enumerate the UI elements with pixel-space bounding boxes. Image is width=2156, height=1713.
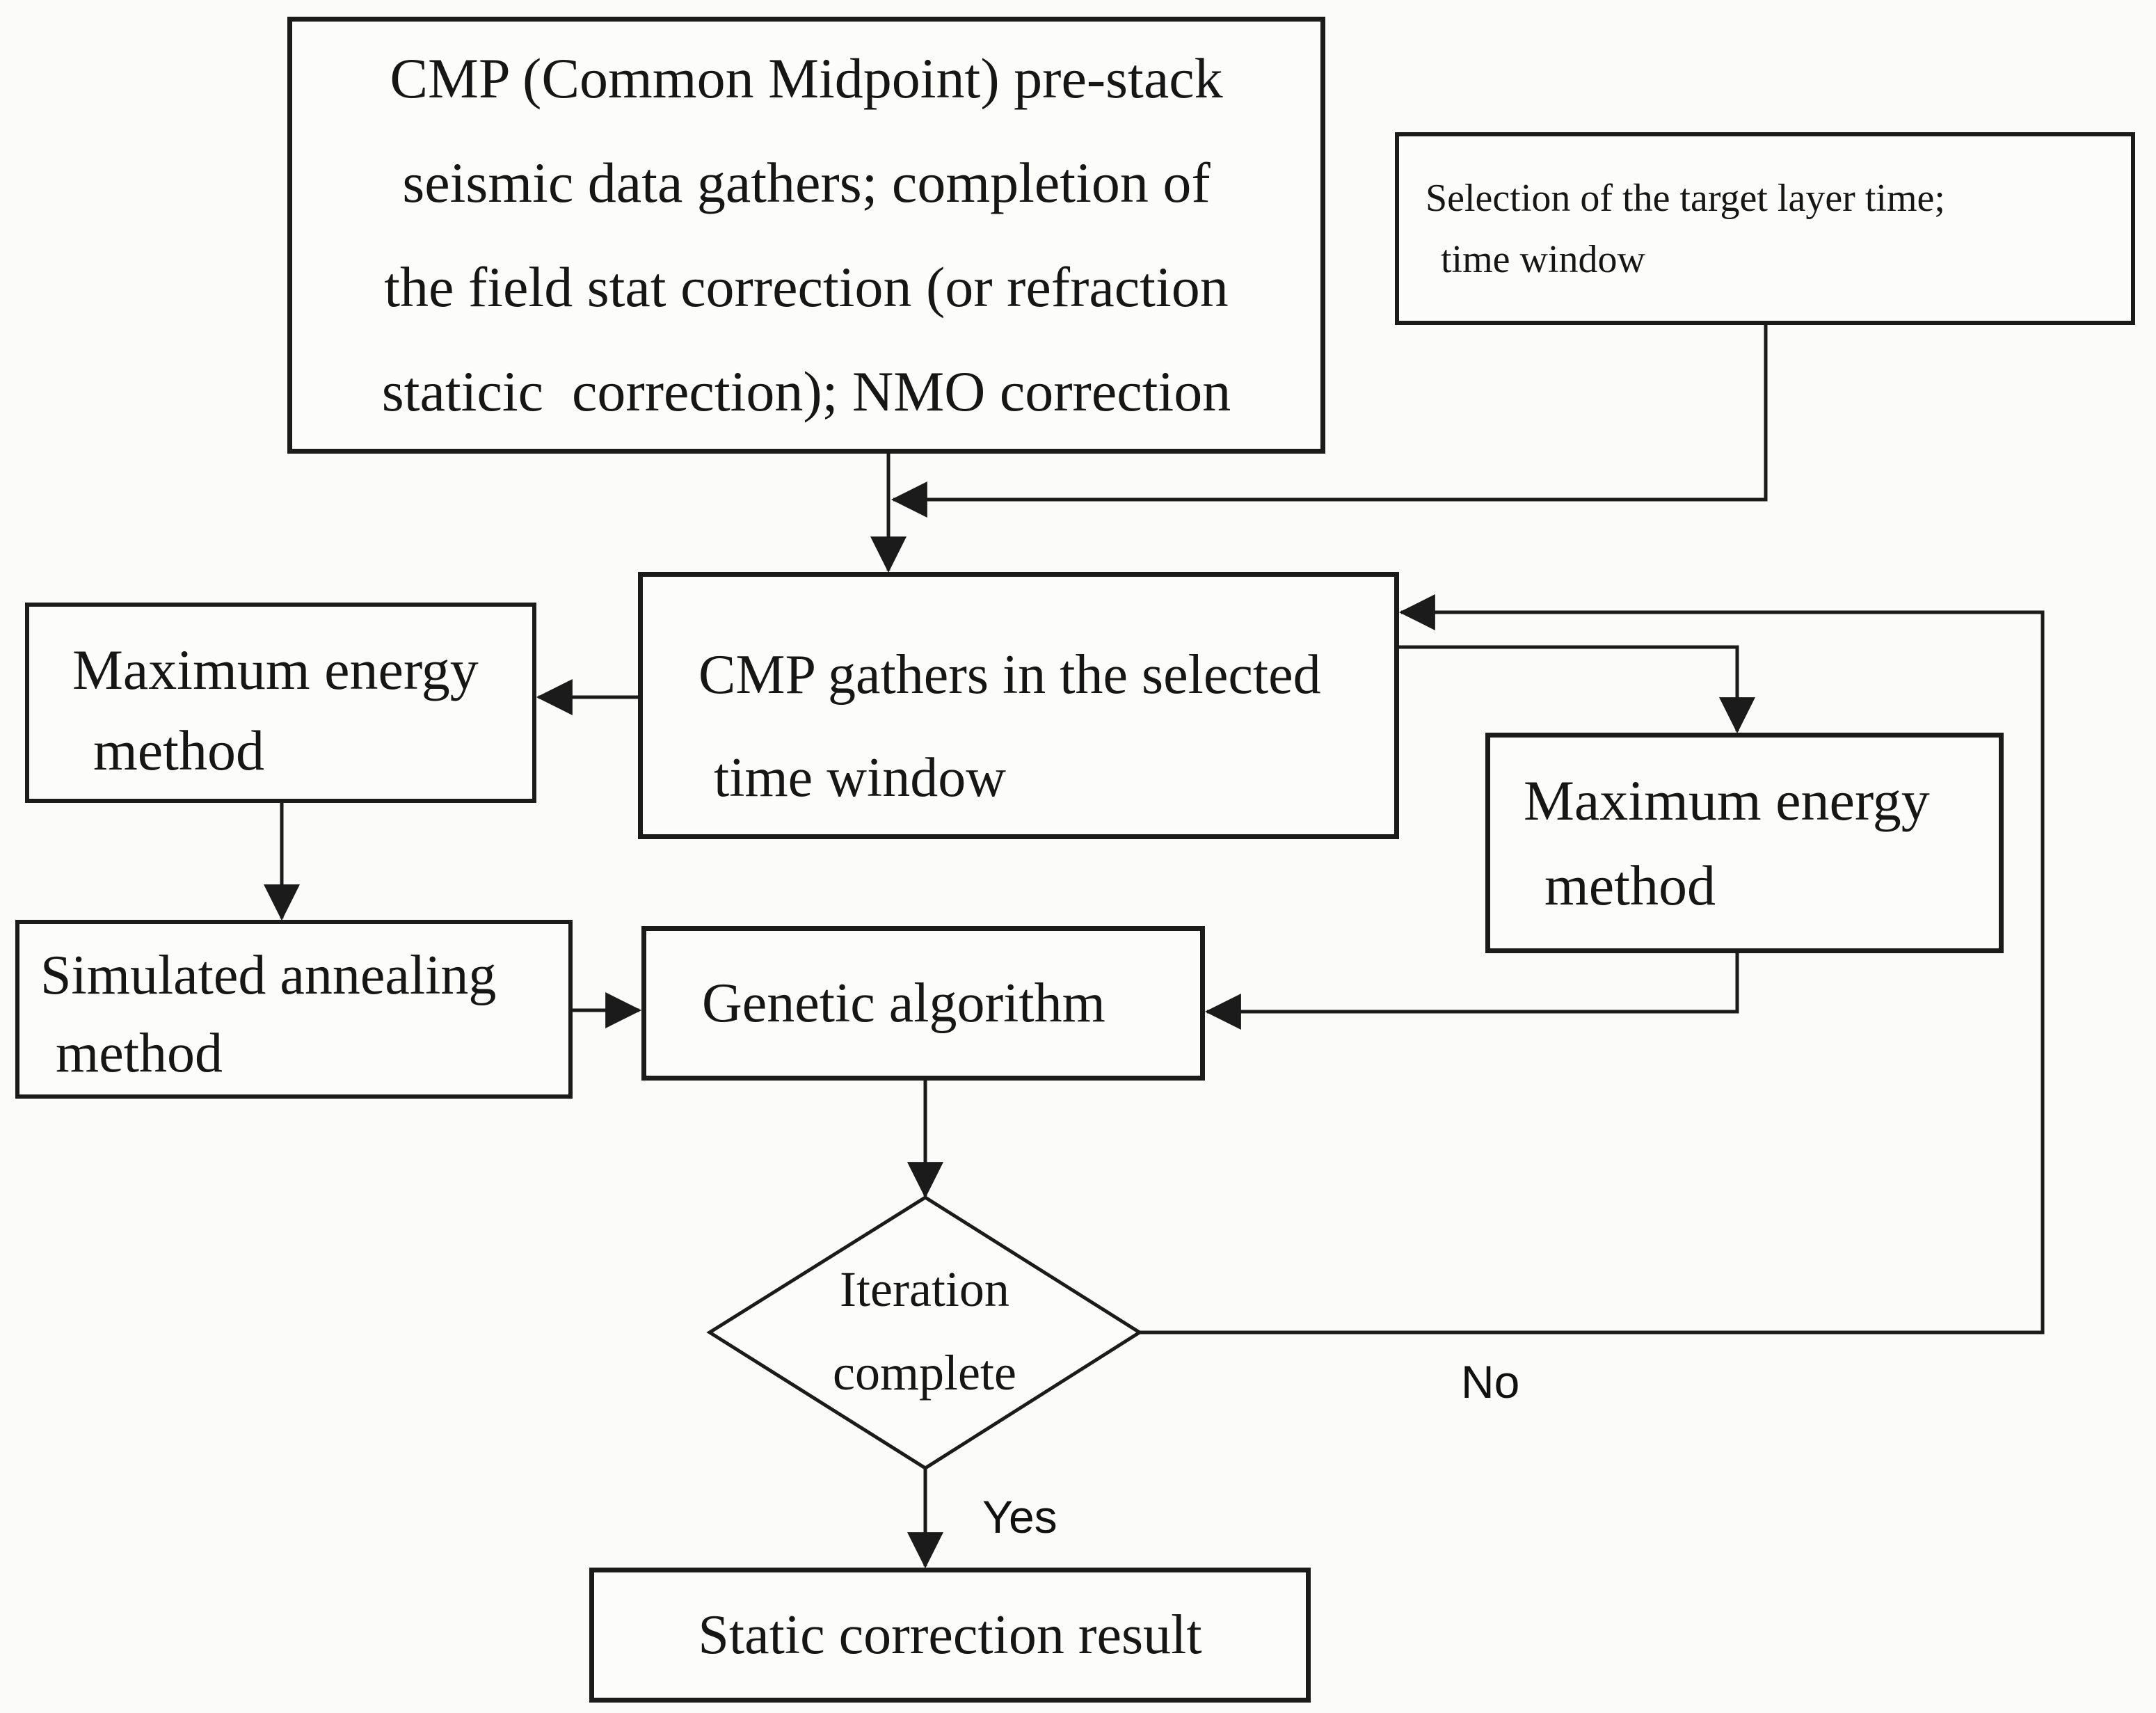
node-text-line: Iteration bbox=[840, 1261, 1009, 1317]
node-text-line: the field stat correction (or refraction bbox=[384, 255, 1229, 319]
edge-label-yes: Yes bbox=[982, 1491, 1057, 1543]
node-text-line: CMP (Common Midpoint) pre-stack bbox=[390, 47, 1223, 110]
node-text-line: seismic data gathers; completion of bbox=[402, 151, 1211, 214]
cmp-prestack-box: CMP (Common Midpoint) pre-stack seismic … bbox=[287, 17, 1325, 454]
simulated-annealing-box: Simulated annealing method bbox=[15, 920, 573, 1099]
cmp-gathers-box: CMP gathers in the selected time window bbox=[638, 572, 1399, 839]
genetic-algorithm-box: Genetic algorithm bbox=[641, 926, 1205, 1081]
node-text-line: Genetic algorithm bbox=[702, 973, 1105, 1034]
selection-box: Selection of the target layer time; time… bbox=[1395, 132, 2135, 325]
max-energy-right-box: Maximum energy method bbox=[1485, 733, 2004, 953]
node-text-line: method bbox=[56, 1022, 223, 1084]
node-text-line: complete bbox=[833, 1345, 1016, 1401]
node-text-line: time window bbox=[1441, 237, 1645, 281]
max-energy-left-box: Maximum energy method bbox=[25, 603, 536, 803]
node-text-line: Selection of the target layer time; bbox=[1426, 176, 1945, 220]
node-text-line: method bbox=[1544, 853, 1716, 917]
iteration-decision-label: Iteration complete bbox=[710, 1248, 1140, 1415]
node-text-line: method bbox=[93, 719, 264, 782]
edge-maxright-to-genetic bbox=[1204, 953, 1739, 1030]
edge-gathers-to-maxright bbox=[1399, 645, 1755, 734]
node-text-line: Static correction result bbox=[698, 1604, 1202, 1666]
edge-label-no: No bbox=[1461, 1356, 1520, 1408]
node-text-line: Maximum energy bbox=[72, 638, 479, 701]
node-text-line: CMP gathers in the selected bbox=[698, 644, 1321, 706]
node-text-line: staticic correction); NMO correction bbox=[381, 360, 1231, 423]
node-text-line: Simulated annealing bbox=[40, 944, 497, 1006]
node-text-line: Maximum energy bbox=[1524, 768, 1930, 832]
static-result-box: Static correction result bbox=[589, 1568, 1311, 1703]
node-text-line: time window bbox=[714, 747, 1006, 808]
